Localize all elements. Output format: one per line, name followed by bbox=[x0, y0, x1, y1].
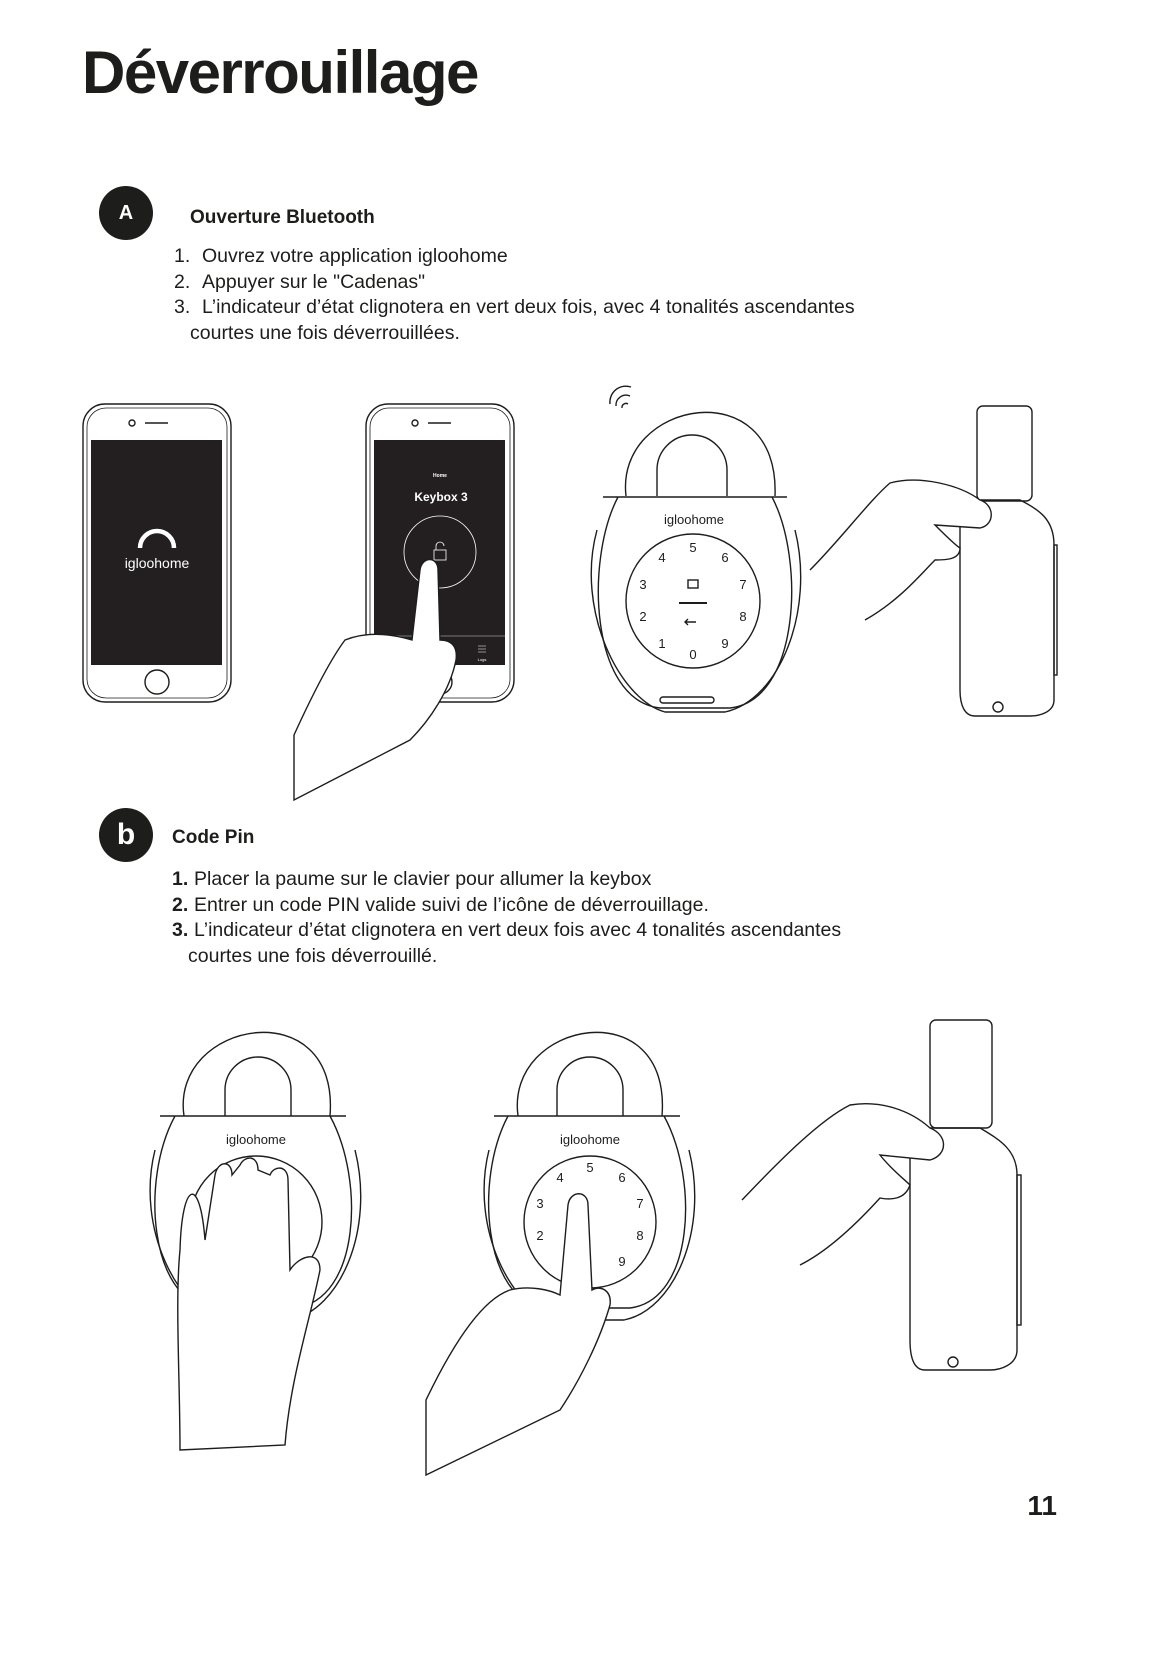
key-8[interactable]: 8 bbox=[739, 609, 746, 624]
list-item: 1.Placer la paume sur le clavier pour al… bbox=[172, 867, 841, 893]
list-item: 3.L’indicateur d’état clignotera en vert… bbox=[172, 918, 841, 944]
keypad[interactable] bbox=[625, 533, 761, 669]
step-number: 3. bbox=[174, 296, 191, 318]
step-number: 2. bbox=[174, 270, 191, 293]
list-item: 2.Entrer un code PIN valide suivi de l’i… bbox=[172, 893, 841, 919]
list-item: 3. L’indicateur d’état clignotera en vert… bbox=[174, 295, 855, 321]
app-device-name: Keybox 3 bbox=[414, 490, 468, 504]
keybox-palm-illustration: igloohome bbox=[149, 1031, 362, 1451]
step-number: 1. bbox=[172, 868, 189, 890]
bluetooth-signal-icon bbox=[609, 385, 632, 409]
keybox-side-illustration-b bbox=[741, 1019, 1022, 1371]
key-5[interactable]: 5 bbox=[689, 540, 696, 555]
section-b-badge: b bbox=[99, 808, 153, 862]
key-7[interactable]: 7 bbox=[636, 1196, 643, 1211]
section-a-badge: A bbox=[99, 186, 153, 240]
keybox-brand: igloohome bbox=[664, 512, 724, 527]
phone-illustration-app-launch: igloohome bbox=[82, 403, 232, 703]
finger-pressing-icon bbox=[425, 1193, 611, 1477]
key-1[interactable]: 1 bbox=[658, 636, 665, 651]
key-9[interactable]: 9 bbox=[721, 636, 728, 651]
keybox-side-illustration bbox=[809, 405, 1058, 717]
list-item: courtes une fois déverrouillées. bbox=[174, 321, 855, 347]
step-text: Ouvrez votre application igloohome bbox=[202, 245, 508, 267]
step-text-continued: courtes une fois déverrouillées. bbox=[190, 321, 460, 344]
key-0[interactable]: 0 bbox=[689, 647, 696, 662]
step-number: 3. bbox=[172, 919, 189, 941]
step-text: L’indicateur d’état clignotera en vert d… bbox=[194, 919, 842, 941]
key-5[interactable]: 5 bbox=[586, 1160, 593, 1175]
list-item: 1. Ouvrez votre application igloohome bbox=[174, 244, 855, 270]
step-number: 2. bbox=[172, 893, 189, 916]
list-item: 2. Appuyer sur le "Cadenas" bbox=[174, 270, 855, 296]
step-text-continued: courtes une fois déverrouillé. bbox=[188, 944, 438, 967]
keybox-front-illustration: igloohome 5 6 4 3 7 2 8 1 9 0 bbox=[590, 411, 802, 713]
back-icon bbox=[684, 618, 696, 626]
keybox-brand: igloohome bbox=[560, 1132, 620, 1147]
step-text: Entrer un code PIN valide suivi de l’icô… bbox=[194, 893, 709, 916]
section-a-steps: 1. Ouvrez votre application igloohome 2. A… bbox=[174, 244, 855, 346]
keybox-brand: igloohome bbox=[226, 1132, 286, 1147]
hand-opening-icon bbox=[809, 479, 992, 621]
app-logo-text: igloohome bbox=[125, 555, 190, 571]
step-text: Appuyer sur le "Cadenas" bbox=[202, 270, 426, 293]
hand-opening-icon bbox=[741, 1103, 945, 1266]
key-7[interactable]: 7 bbox=[739, 577, 746, 592]
key-4[interactable]: 4 bbox=[658, 550, 665, 565]
keybox-pin-entry-illustration: igloohome 5 6 4 3 7 2 8 9 bbox=[425, 1031, 696, 1477]
step-text: Placer la paume sur le clavier pour allu… bbox=[194, 868, 652, 890]
list-item: courtes une fois déverrouillé. bbox=[172, 944, 841, 970]
key-2[interactable]: 2 bbox=[536, 1228, 543, 1243]
palm-hand-icon bbox=[177, 1157, 321, 1451]
padlock-icon bbox=[433, 549, 447, 561]
key-3[interactable]: 3 bbox=[639, 577, 646, 592]
key-6[interactable]: 6 bbox=[721, 550, 728, 565]
key-3[interactable]: 3 bbox=[536, 1196, 543, 1211]
section-b-heading: Code Pin bbox=[172, 827, 255, 848]
key-2[interactable]: 2 bbox=[639, 609, 646, 624]
key-8[interactable]: 8 bbox=[636, 1228, 643, 1243]
step-text: L’indicateur d’état clignotera en vert d… bbox=[202, 296, 855, 318]
igloohome-logo-icon bbox=[137, 528, 177, 549]
phone-screen bbox=[91, 440, 222, 665]
hand-tapping-icon bbox=[293, 558, 457, 802]
app-breadcrumb: Home bbox=[433, 473, 447, 479]
key-6[interactable]: 6 bbox=[618, 1170, 625, 1185]
keypad-digits: 5 6 4 3 7 2 8 1 9 0 bbox=[639, 540, 746, 662]
unlock-icon bbox=[687, 579, 699, 589]
phone-illustration-keybox-screen: Home Keybox 3 Logs bbox=[293, 403, 515, 802]
section-a-heading: Ouverture Bluetooth bbox=[190, 207, 375, 228]
section-b-steps: 1.Placer la paume sur le clavier pour al… bbox=[172, 867, 841, 969]
app-logs-tab: Logs bbox=[478, 657, 487, 662]
key-9[interactable]: 9 bbox=[618, 1254, 625, 1269]
key-4[interactable]: 4 bbox=[556, 1170, 563, 1185]
step-number: 1. bbox=[174, 245, 191, 267]
unlock-button[interactable] bbox=[403, 515, 477, 589]
page-title: Déverrouillage bbox=[82, 39, 479, 106]
page-number: 11 bbox=[1027, 1490, 1057, 1521]
